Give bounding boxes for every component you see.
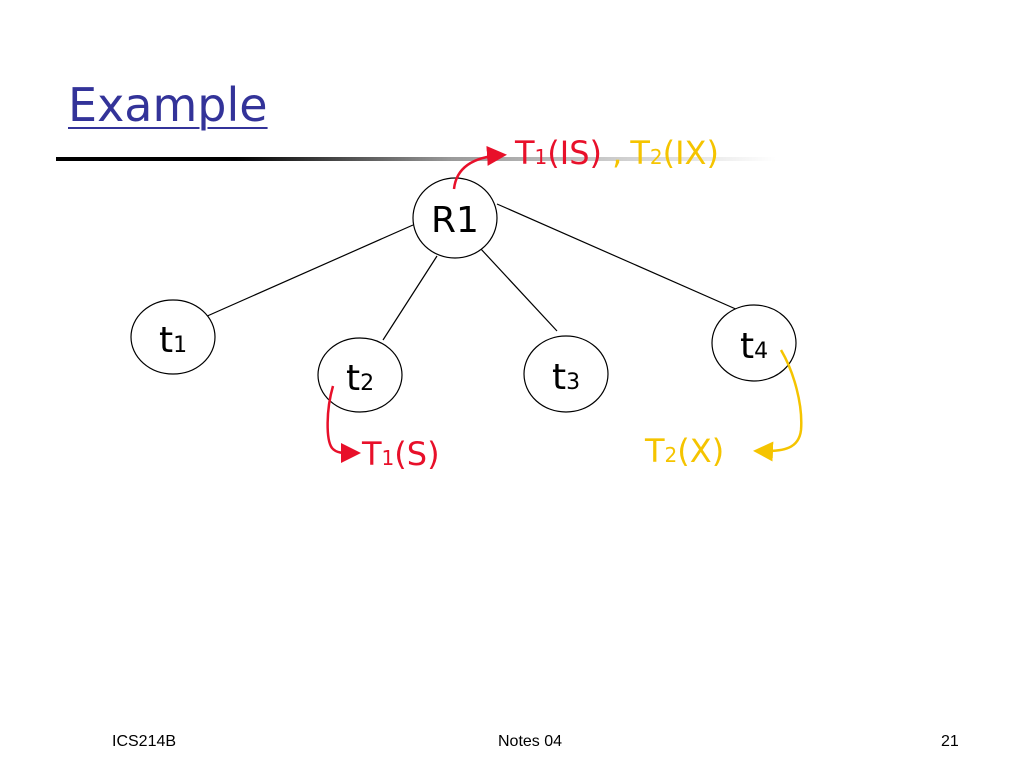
edge-r1-t2 [382,255,438,341]
footer-notes: Notes 04 [498,733,563,750]
node-t3: t3 [523,335,609,413]
node-r1: R1 [412,177,498,259]
node-t3-label: t3 [552,357,580,398]
title-rule [56,157,776,161]
lock-label-root: T1(IS) ,T2(IX) [514,134,719,172]
lock-label-t4: T2(X) [644,432,724,470]
footer-course: ICS214B [112,733,177,750]
node-t2-label: t2 [346,358,374,399]
node-t1-circle [130,299,216,375]
arrow-t2-t1-lock [326,385,361,464]
node-t2-circle [317,337,403,413]
arrow-t4-t2-lock [753,349,803,462]
node-t2: t2 [317,337,403,413]
slide-title: Example [68,78,268,132]
node-t4-circle [711,304,797,382]
node-t1-label: t1 [159,320,187,361]
footer-page-number: 21 [941,733,959,750]
edge-r1-t3 [479,247,558,332]
arrow-r1-t1-lock [452,145,507,190]
node-r1-label: R1 [431,200,479,241]
node-r1-circle [412,177,498,259]
node-t4: t4 [711,304,797,382]
edge-r1-t1 [204,224,414,318]
node-t1: t1 [130,299,216,375]
lock-label-t2: T1(S) [361,435,440,473]
node-t3-circle [523,335,609,413]
node-t4-label: t4 [740,326,768,367]
edge-r1-t4 [496,203,739,311]
